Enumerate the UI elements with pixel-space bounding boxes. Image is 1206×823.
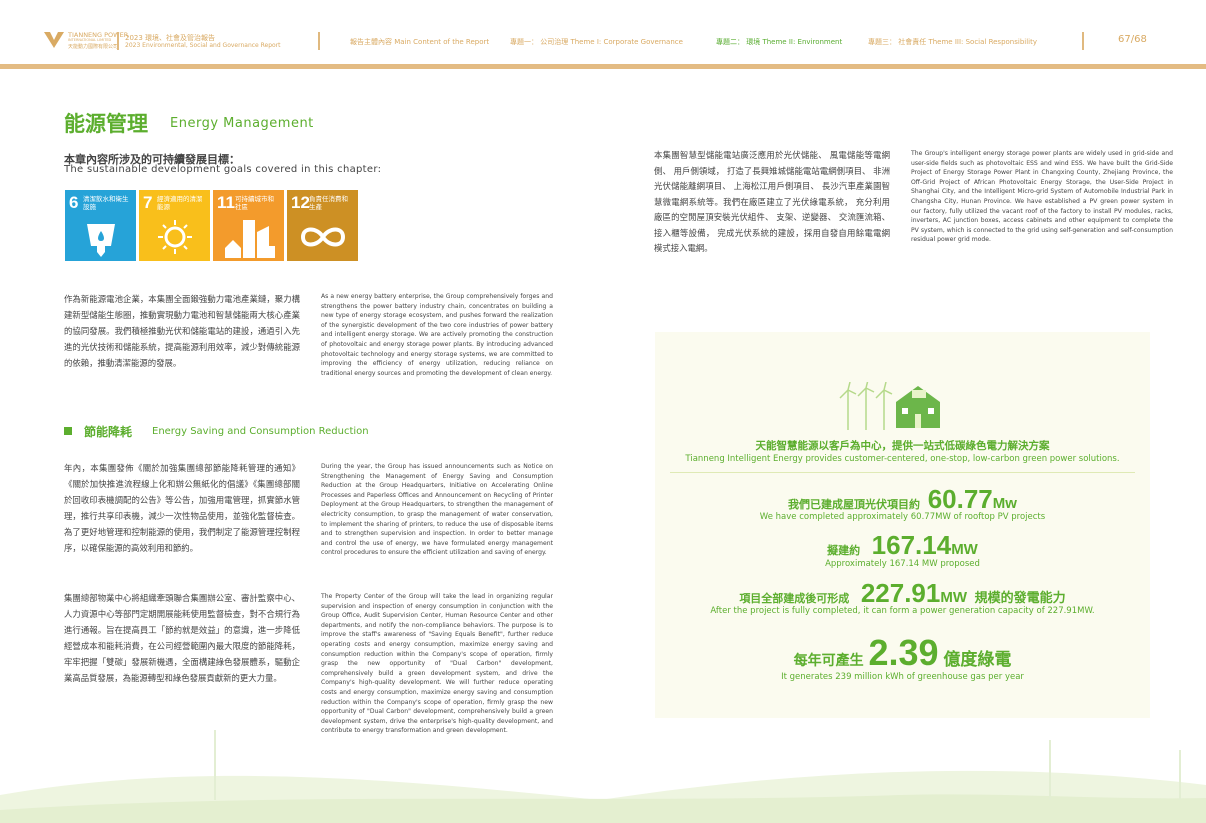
landscape-decoration bbox=[0, 730, 1206, 823]
stat-rooftop-pv: 我們已建成屋頂光伏項目約 60.77Mw bbox=[788, 484, 1017, 514]
wind-house-illustration bbox=[839, 382, 940, 430]
section-title-en: Energy Saving and Consumption Reduction bbox=[152, 426, 369, 437]
logo-en2: INTERNATIONAL LIMITED bbox=[68, 38, 112, 42]
stat-annual-green-power: 每年可產生 2.39 億度綠電 bbox=[793, 632, 1012, 673]
stat-capacity-en: After the project is fully completed, it… bbox=[710, 606, 1095, 616]
stat-proposed: 擬建約 167.14MW bbox=[827, 530, 978, 560]
para2-en: The Property Center of the Group will ta… bbox=[321, 593, 553, 735]
page-number: 67/68 bbox=[1118, 34, 1147, 45]
logo-en: TIANNENG POWER bbox=[68, 31, 129, 39]
para1-en: During the year, the Group has issued an… bbox=[321, 463, 553, 557]
logo-cn: 天能動力國際有限公司 bbox=[68, 44, 119, 50]
panel-headline-cn: 天能智慧能源以客戶為中心，提供一站式低碳綠色電力解決方案 bbox=[755, 440, 1050, 452]
section-title-cn: 節能降耗 bbox=[84, 425, 133, 439]
infinity-icon bbox=[300, 227, 346, 247]
stat-annual-green-power-en: It generates 239 million kWh of greenhou… bbox=[781, 672, 1024, 682]
header-divider bbox=[0, 64, 1206, 69]
stat-capacity: 項目全部建成後可形成 227.91MW 規模的發電能力 bbox=[739, 578, 1066, 608]
sdg-heading-en: The sustainable development goals covere… bbox=[64, 164, 382, 175]
stat-proposed-en: Approximately 167.14 MW proposed bbox=[825, 559, 980, 569]
water-glass-icon bbox=[87, 224, 115, 257]
panel-headline-en: Tianneng Intelligent Energy provides cus… bbox=[685, 454, 1120, 464]
page-title-cn: 能源管理 bbox=[64, 112, 148, 136]
nav-theme-1[interactable]: 專題一： 公司治理 Theme I: Corporate Governance bbox=[510, 38, 683, 46]
para3-cn: 本集團智慧型儲能電站廣泛應用於光伏儲能、 風電儲能等電網側、 用戶側領域， 打造… bbox=[654, 150, 890, 253]
logo-icon bbox=[44, 32, 64, 48]
report-title-en: 2023 Environmental, Social and Governanc… bbox=[125, 42, 281, 49]
intro-cn: 作為新能源電池企業，本集團全面鍛強動力電池產業鏈，聚力構建新型儲能生態圈，推動實… bbox=[64, 294, 300, 368]
panel-divider bbox=[670, 472, 1135, 473]
para1-cn: 年內，本集團發佈《關於加強集團總部節能降耗管理的通知》《關於加快推進流程線上化和… bbox=[64, 463, 300, 553]
para2-cn: 集團總部物業中心將組織牽頭聯合集團辦公室、審計監察中心、人力資源中心等部門定期開… bbox=[64, 593, 300, 683]
nav-theme-3[interactable]: 專題三： 社會責任 Theme III: Social Responsibili… bbox=[868, 38, 1037, 46]
para3-en: The Group's intelligent energy storage p… bbox=[911, 150, 1173, 244]
sun-power-icon bbox=[158, 220, 192, 254]
nav-main[interactable]: 報告主體內容 Main Content of the Report bbox=[350, 38, 490, 46]
report-title-cn: 2023 環境、社會及管治報告 bbox=[125, 34, 216, 42]
page-title-en: Energy Management bbox=[170, 116, 314, 131]
intro-en: As a new energy battery enterprise, the … bbox=[321, 293, 553, 377]
nav-theme-2[interactable]: 專題二： 環境 Theme II: Environment bbox=[716, 38, 843, 46]
stat-rooftop-pv-en: We have completed approximately 60.77MW … bbox=[759, 512, 1046, 522]
sdg-heading-cn: 本章內容所涉及的可持續發展目標： bbox=[64, 153, 240, 166]
highlight-panel: 天能智慧能源以客戶為中心，提供一站式低碳綠色電力解決方案 Tianneng In… bbox=[655, 332, 1150, 718]
city-icon bbox=[225, 220, 275, 258]
section-bullet bbox=[64, 427, 72, 435]
